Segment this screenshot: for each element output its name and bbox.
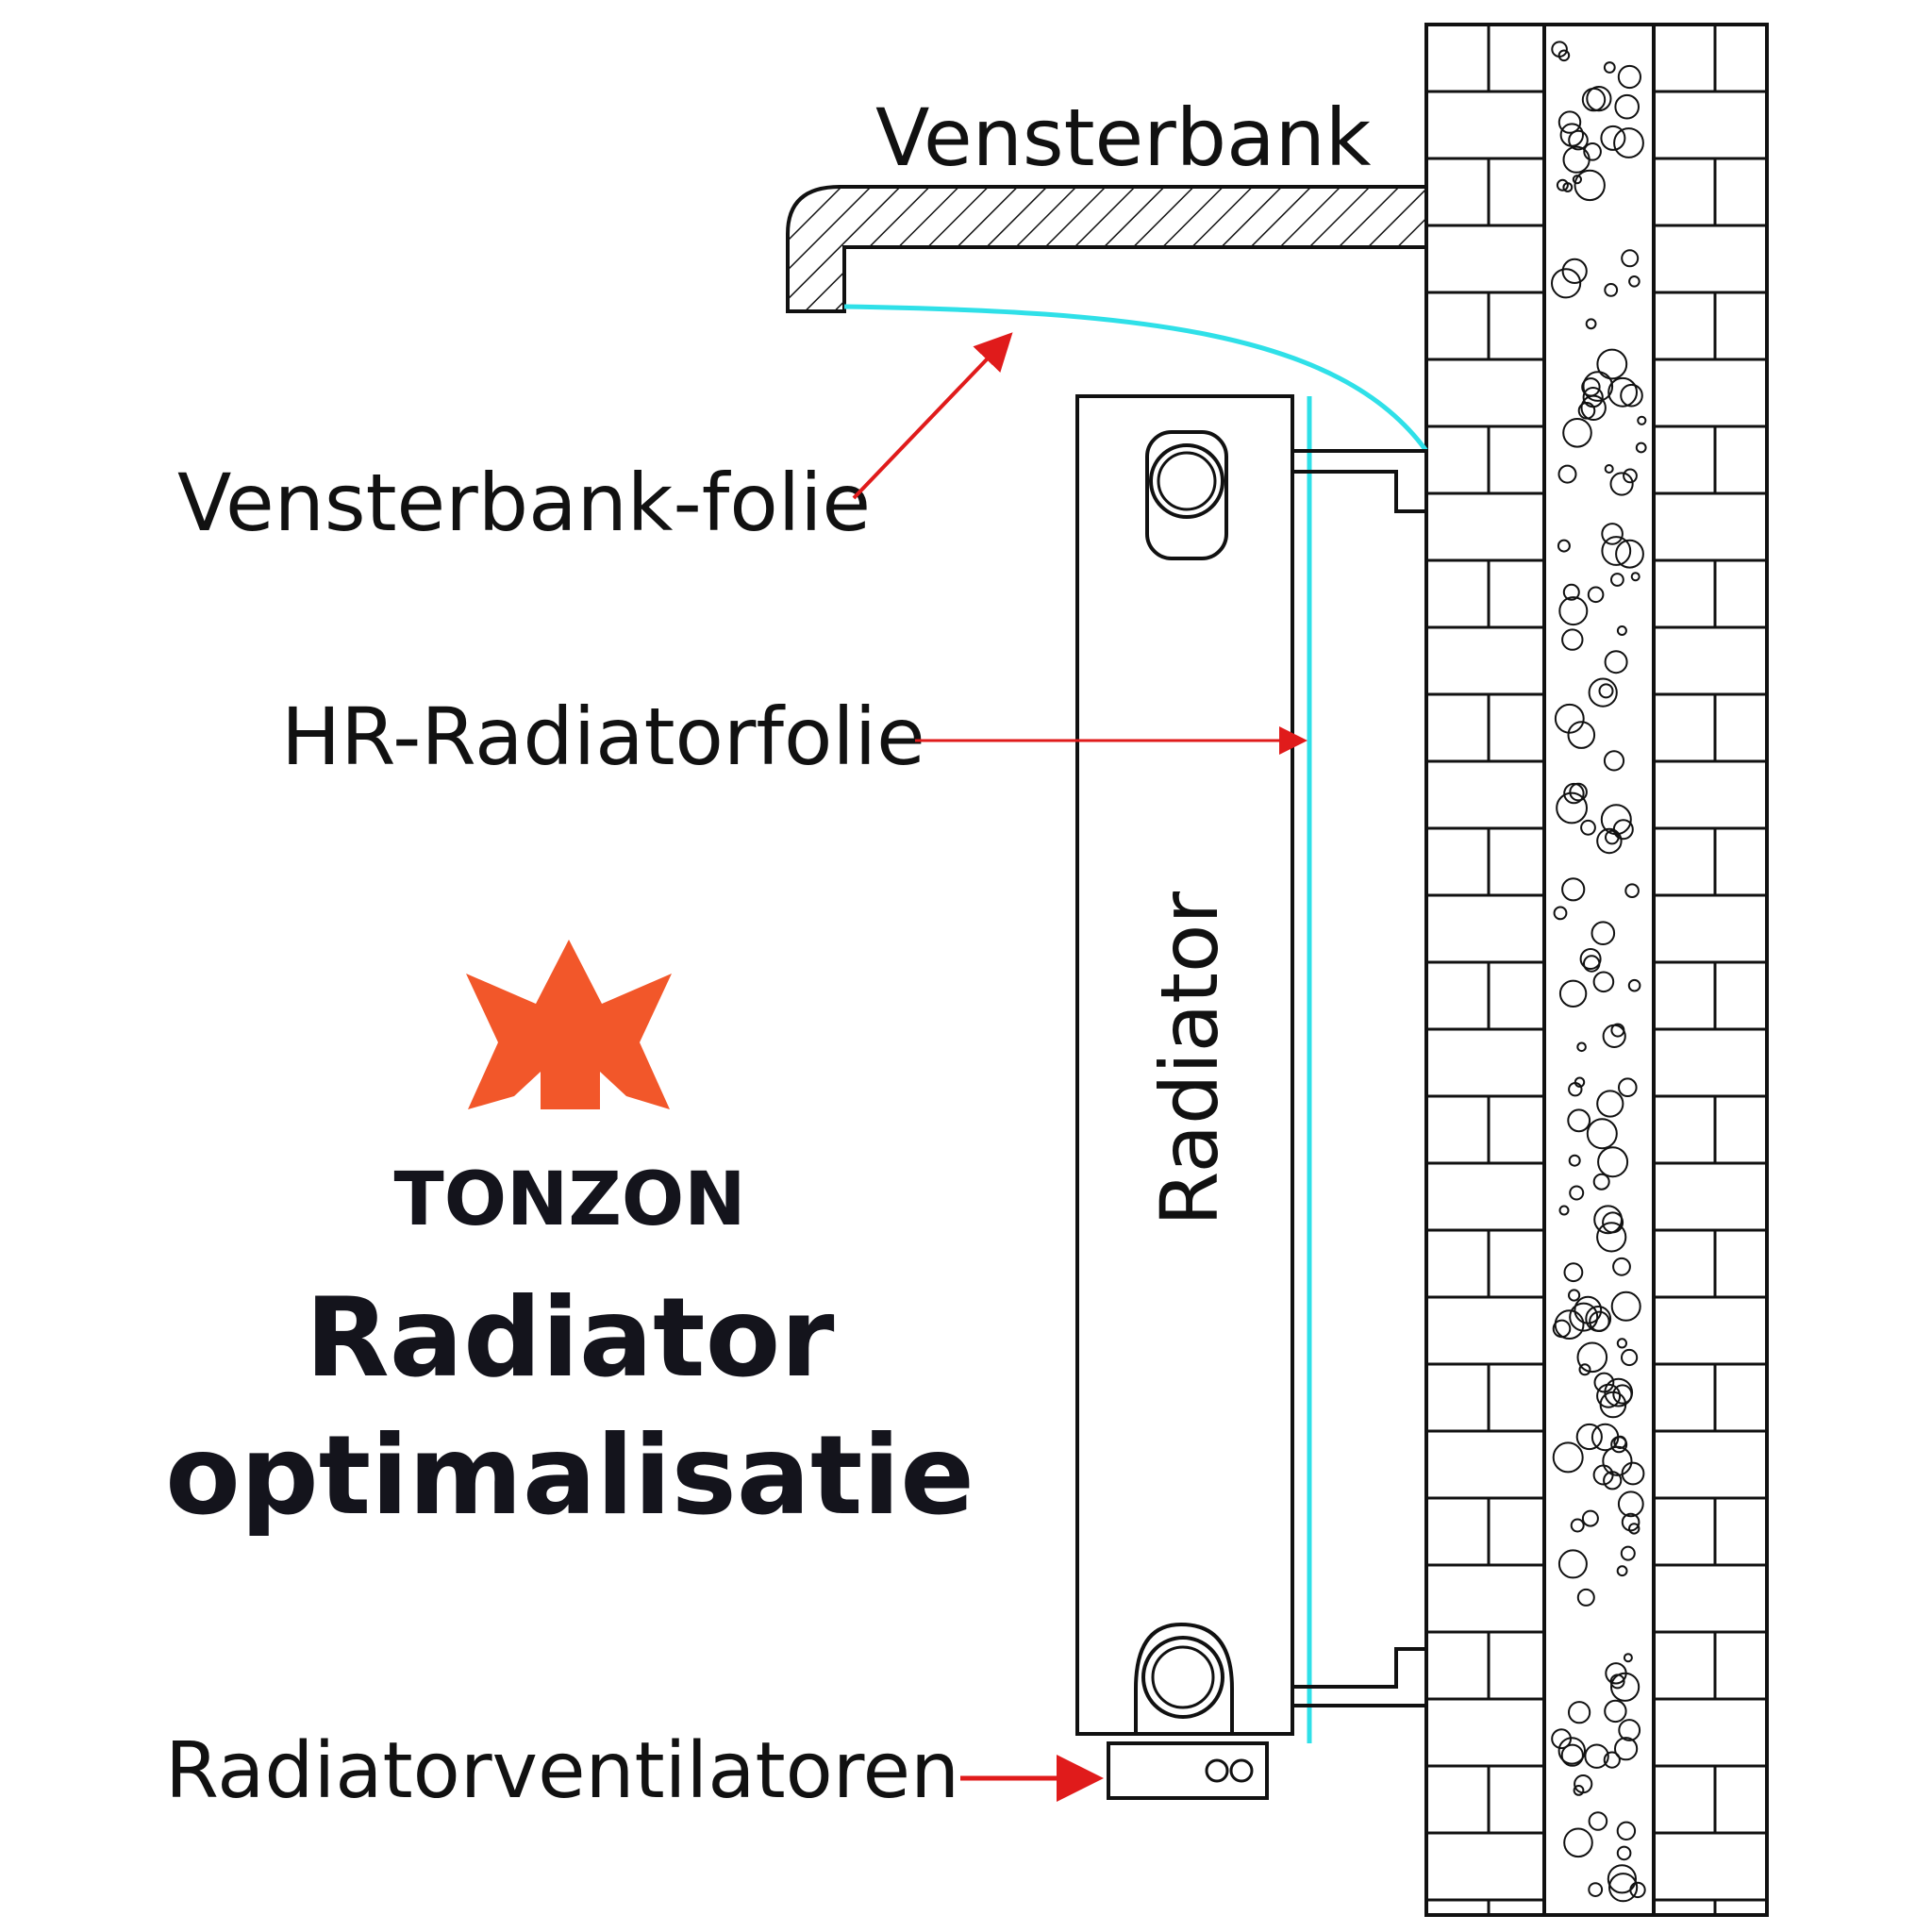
label-vensterbank-folie: Vensterbank-folie [177,457,871,549]
radiator-top-bracket [1292,449,1428,513]
radiator-fan [1107,1741,1269,1800]
radiator-bottom-bracket [1292,1647,1428,1707]
radiator-top-connector [1145,430,1228,560]
vensterbank-foil [843,304,1429,453]
label-vensterbank: Vensterbank [875,92,1372,184]
wall [1424,23,1769,1917]
brand-tagline-line2: optimalisatie [165,1412,974,1540]
label-hr-radiatorfolie: HR-Radiatorfolie [281,691,925,783]
arrow-vensterbank-folie [852,332,1013,500]
label-radiatorventilatoren: Radiatorventilatoren [165,1726,959,1816]
brand-name: TONZON [394,1158,746,1242]
window-sill [786,185,1428,313]
brick-pattern [1426,25,1767,1915]
radiator-bottom-connector [1134,1622,1234,1734]
brick-layer-outer [1652,23,1769,1917]
label-radiator: Radiator [1143,891,1236,1226]
star-house-icon [466,940,672,1109]
insulation-bubbles [1551,41,1647,1903]
radiator-body [1075,394,1294,1736]
brand-tagline-line1: Radiator [305,1274,834,1402]
insulation-cavity [1542,23,1656,1917]
